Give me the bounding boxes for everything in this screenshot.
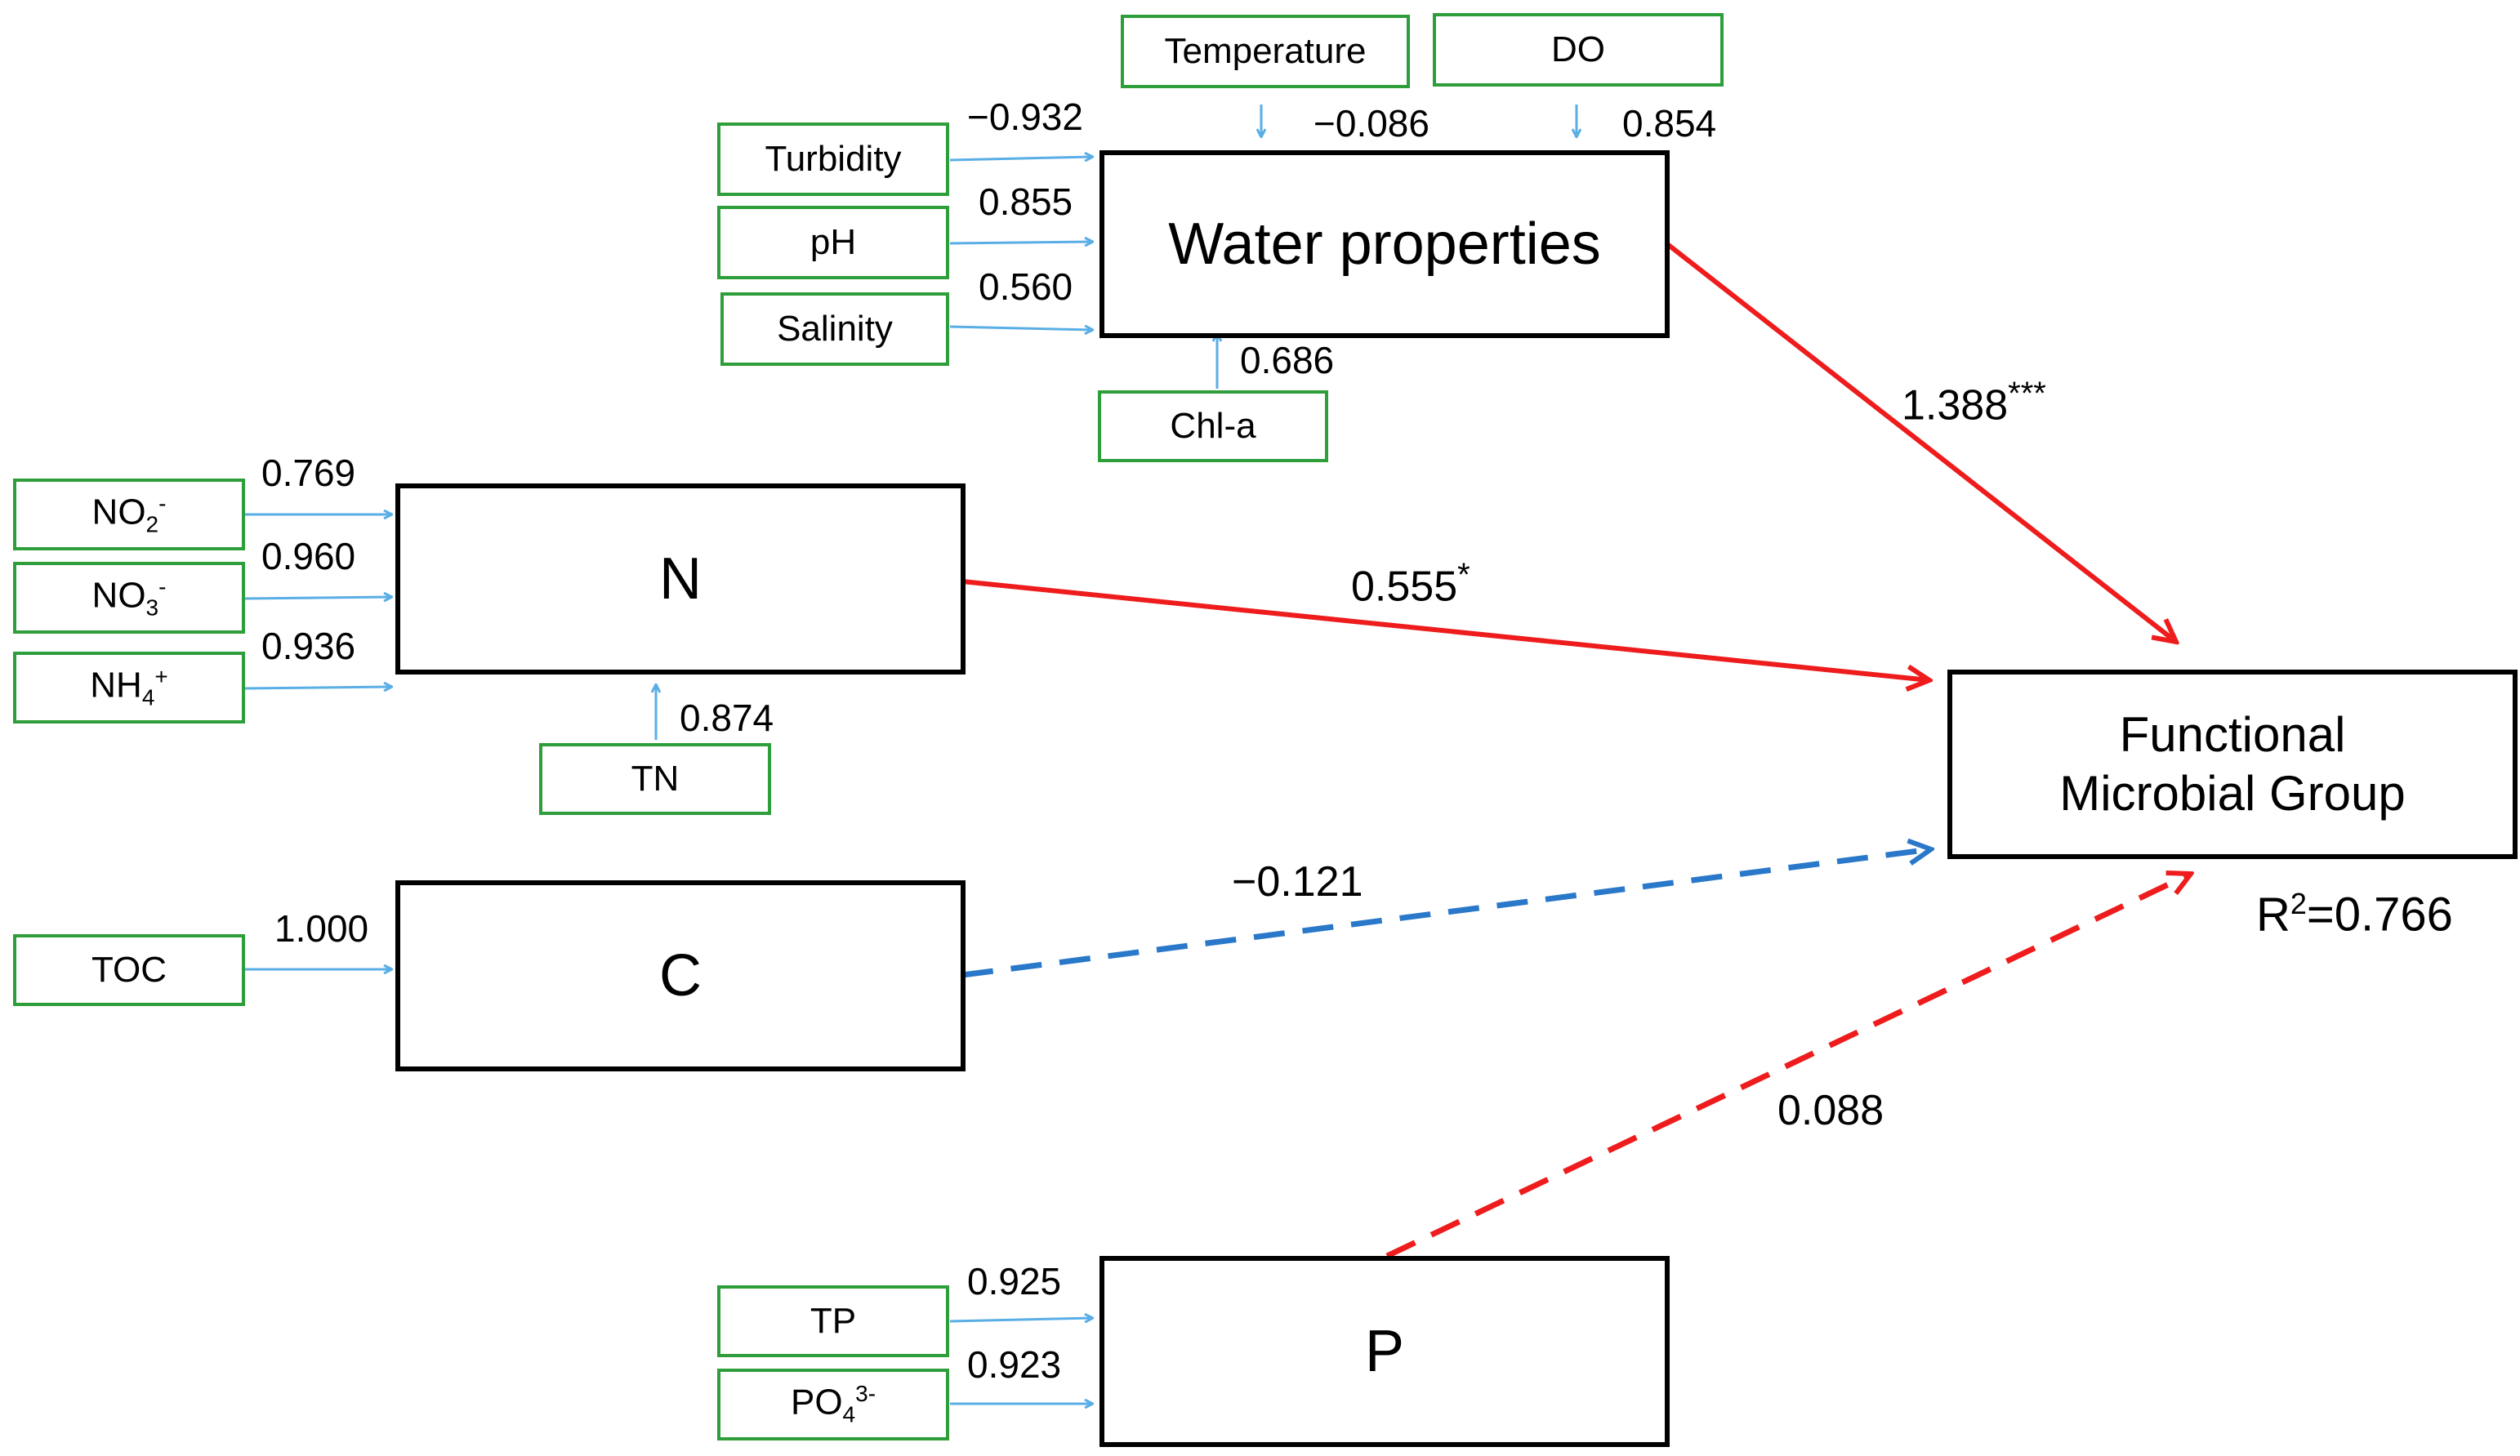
indicator-salinity: Salinity bbox=[720, 292, 949, 366]
indicator-tp-label: TP bbox=[810, 1301, 857, 1341]
indicator-po4: PO43- bbox=[717, 1369, 949, 1440]
latent-n: N bbox=[395, 483, 966, 675]
loading-no2: 0.769 bbox=[261, 452, 356, 494]
path-p-to-fmg bbox=[1385, 874, 2191, 1259]
loading-salinity: 0.560 bbox=[979, 265, 1073, 308]
loading-po4: 0.923 bbox=[967, 1343, 1062, 1386]
indicator-chla-label: Chl-a bbox=[1170, 406, 1256, 446]
loading-temperature: −0.086 bbox=[1314, 102, 1429, 145]
arrow-no3 bbox=[244, 597, 392, 599]
indicator-no2: NO2- bbox=[13, 479, 245, 550]
latent-n-label: N bbox=[659, 545, 702, 612]
indicator-do: DO bbox=[1433, 13, 1724, 87]
path-water-to-fmg bbox=[1665, 241, 2176, 642]
latent-p: P bbox=[1099, 1256, 1670, 1447]
indicator-temperature-label: Temperature bbox=[1164, 31, 1367, 71]
indicator-ph: pH bbox=[717, 206, 949, 279]
indicator-tn-label: TN bbox=[631, 759, 680, 799]
latent-c-label: C bbox=[659, 942, 702, 1009]
fmg-label-line1: Functional bbox=[2119, 707, 2346, 762]
loading-ph: 0.855 bbox=[979, 180, 1073, 223]
indicator-po4-label: PO43- bbox=[790, 1381, 876, 1427]
indicator-toc: TOC bbox=[13, 934, 245, 1006]
latent-water-properties: Water properties bbox=[1099, 150, 1670, 338]
indicator-no3: NO3- bbox=[13, 562, 245, 634]
loading-chla: 0.686 bbox=[1240, 339, 1335, 381]
path-coef-c: −0.121 bbox=[1232, 858, 1363, 906]
arrow-salinity bbox=[949, 327, 1093, 330]
loading-turbidity: −0.932 bbox=[967, 96, 1083, 138]
indicator-do-label: DO bbox=[1551, 29, 1605, 69]
latent-p-label: P bbox=[1364, 1318, 1405, 1384]
path-coef-n: 0.555* bbox=[1351, 557, 1470, 611]
fmg-label-line2: Microbial Group bbox=[2059, 766, 2406, 821]
loading-toc: 1.000 bbox=[274, 907, 369, 950]
indicator-toc-label: TOC bbox=[91, 950, 167, 990]
r-squared: R2=0.766 bbox=[2256, 887, 2453, 942]
loading-nh4: 0.936 bbox=[261, 625, 356, 667]
arrow-turbidity bbox=[949, 157, 1093, 160]
loading-no3: 0.960 bbox=[261, 535, 356, 577]
latent-c: C bbox=[395, 880, 966, 1071]
indicator-no2-label: NO2- bbox=[91, 491, 167, 537]
path-n-to-fmg bbox=[961, 579, 1929, 680]
indicator-no3-label: NO3- bbox=[91, 574, 167, 621]
indicator-turbidity: Turbidity bbox=[717, 122, 949, 196]
arrow-ph bbox=[949, 242, 1093, 243]
loading-tp: 0.925 bbox=[967, 1260, 1062, 1302]
latent-functional-microbial-group: Functional Microbial Group bbox=[1947, 670, 2518, 859]
loading-do: 0.854 bbox=[1622, 102, 1717, 145]
indicator-ph-label: pH bbox=[810, 222, 857, 262]
indicator-tn: TN bbox=[539, 743, 771, 815]
indicator-nh4: NH4+ bbox=[13, 652, 245, 724]
indicator-turbidity-label: Turbidity bbox=[765, 139, 902, 179]
arrow-nh4 bbox=[244, 687, 392, 688]
indicator-tp: TP bbox=[717, 1285, 949, 1357]
latent-water-label: Water properties bbox=[1168, 211, 1601, 277]
indicator-temperature: Temperature bbox=[1121, 15, 1410, 88]
loading-tn: 0.874 bbox=[680, 697, 774, 739]
path-c-to-fmg bbox=[961, 849, 1931, 978]
path-coef-water: 1.388*** bbox=[1902, 376, 2046, 430]
arrow-tp bbox=[949, 1318, 1093, 1321]
indicator-chla: Chl-a bbox=[1098, 390, 1328, 462]
indicator-salinity-label: Salinity bbox=[777, 309, 893, 349]
path-coef-p: 0.088 bbox=[1777, 1087, 1884, 1134]
indicator-nh4-label: NH4+ bbox=[90, 664, 168, 710]
